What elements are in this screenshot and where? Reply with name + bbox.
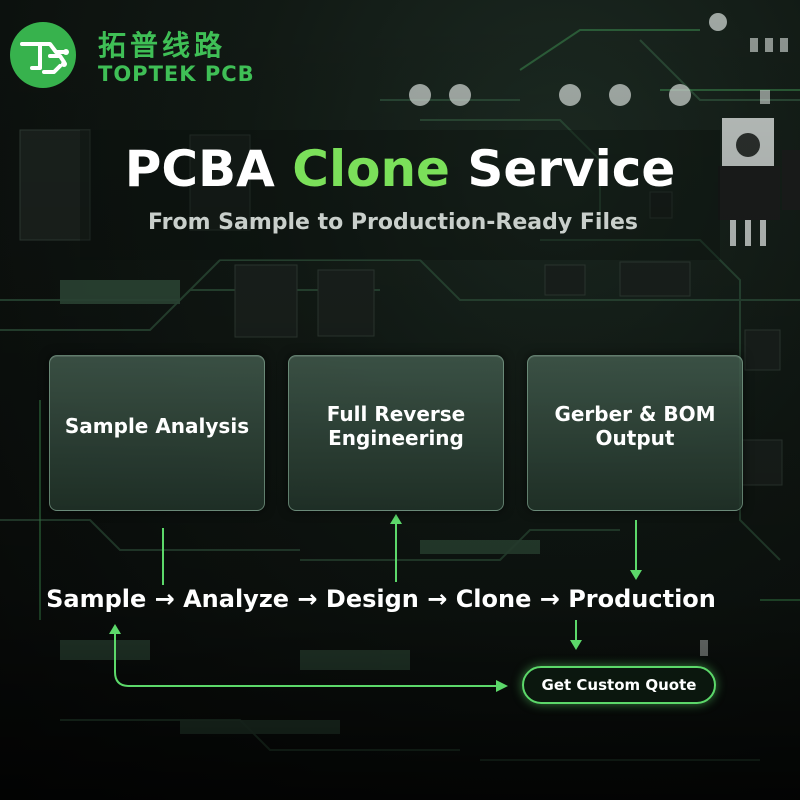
arrow-icon bbox=[109, 624, 121, 634]
card-sample-analysis: Sample Analysis bbox=[49, 355, 265, 511]
brand-logo: 拓普线路 TOPTEK PCB bbox=[10, 22, 270, 88]
arrow-icon bbox=[570, 640, 582, 650]
arrow-icon bbox=[390, 514, 402, 524]
get-quote-button[interactable]: Get Custom Quote bbox=[522, 666, 716, 704]
subtitle: From Sample to Production-Ready Files bbox=[147, 210, 639, 235]
brand-name-en: TOPTEK PCB bbox=[98, 62, 255, 86]
card-label: Full Reverse Engineering bbox=[326, 402, 466, 450]
arrow-icon bbox=[630, 570, 642, 580]
headline: PCBA Clone Service bbox=[0, 140, 800, 198]
headline-accent: Clone bbox=[292, 140, 450, 198]
card-gerber-bom: Gerber & BOM Output bbox=[527, 355, 743, 511]
toptek-logo-icon bbox=[10, 22, 76, 88]
brand-name-cn: 拓普线路 bbox=[98, 29, 227, 62]
headline-part2: Service bbox=[449, 140, 676, 198]
card-label: Sample Analysis bbox=[64, 414, 250, 438]
card-reverse-engineering: Full Reverse Engineering bbox=[288, 355, 504, 511]
process-flow: Sample → Analyze → Design → Clone → Prod… bbox=[46, 585, 716, 613]
card-label: Gerber & BOM Output bbox=[554, 402, 716, 450]
arrow-icon bbox=[496, 680, 508, 692]
headline-part1: PCBA bbox=[124, 140, 293, 198]
